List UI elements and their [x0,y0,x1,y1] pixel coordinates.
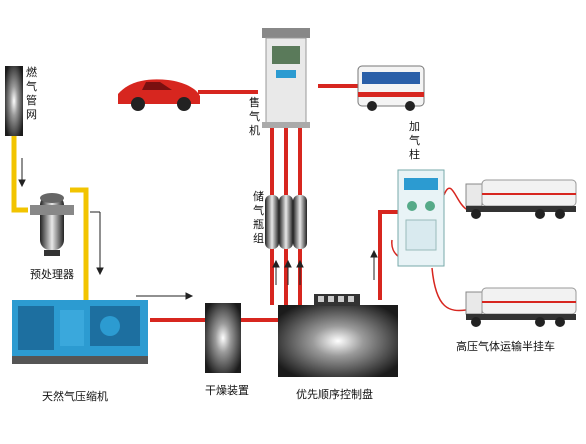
trailer-bottom [465,287,577,327]
gas-network-post [5,66,23,136]
control-panel-unit [278,294,398,377]
filling-post-label: 加气柱 [409,120,420,161]
bus-vehicle [357,65,425,111]
control-panel-label: 优先顺序控制盘 [296,388,373,401]
storage-bank [265,195,307,249]
car-dispenser-unit [262,28,310,128]
pretreatment-unit [30,193,74,256]
compressor-unit [12,300,148,364]
filling-post-unit [397,169,445,267]
storage-label: 储气瓶组 [253,190,264,245]
car-vehicle [118,79,200,111]
flow-arrows [18,158,378,300]
compressor-label: 天然气压缩机 [42,390,108,403]
dryer-label: 干燥装置 [205,384,249,397]
pipeline-label: 燃气管网 [26,66,37,121]
trailer-label: 高压气体运输半挂车 [456,340,555,353]
trailer-top [465,179,577,219]
pretreatment-label: 预处理器 [30,268,74,281]
pipeline-line [11,136,28,213]
pretreat-line [70,187,89,300]
dryer-unit [205,303,241,373]
dispenser-label: 售气机 [249,96,260,137]
